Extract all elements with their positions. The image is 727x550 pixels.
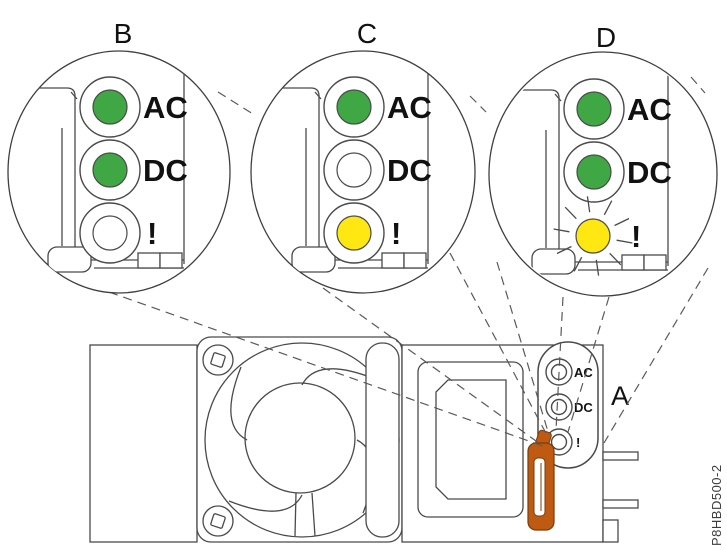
svg-text:AC: AC [387,90,432,125]
figure-code: P8HBD500-2 [709,464,724,546]
fault-led-off: ! [79,202,157,264]
callout-b-letter: B [114,18,133,49]
ac-led-on: AC [323,76,432,138]
svg-text:DC: DC [143,153,188,188]
connector-pin [602,451,639,461]
panel-fault-label: ! [576,435,580,450]
connector-inner-outline [435,379,507,500]
ac-led-on: AC [79,76,188,138]
panel-ac-label: AC [574,365,593,380]
psu-foot [602,519,619,543]
dc-led-off: DC [323,139,432,201]
led-panel: AC DC ! [537,341,599,469]
screw-icon [202,505,234,537]
svg-text:!: ! [391,216,401,251]
callout-c: C AC DC ! [250,18,476,294]
svg-text:DC: DC [627,155,672,190]
callout-b: B AC DC ! [7,18,231,294]
svg-text:AC: AC [627,92,672,127]
fault-led-blinking: ! [553,196,641,276]
fault-led-on: ! [323,202,401,264]
svg-text:!: ! [147,216,157,251]
panel-dc-label: DC [574,400,593,415]
callout-d-letter: D [596,22,616,53]
svg-text:AC: AC [143,90,188,125]
release-latch [527,429,555,531]
screw-icon [202,344,234,376]
connector-pin [602,499,639,509]
psu-left-body [89,344,198,543]
callout-c-letter: C [357,18,377,49]
svg-text:DC: DC [387,153,432,188]
blink-rays-icon [553,196,633,276]
psu-handle [365,342,400,538]
leader-lines [94,76,709,447]
ac-led-on: AC [563,78,672,140]
svg-text:!: ! [631,219,641,254]
dc-led-on: DC [79,139,188,201]
callout-d: D AC DC [488,22,718,297]
psu-callout-a-label: A [611,381,629,411]
dc-led-on: DC [563,141,672,203]
power-supply-drawing: AC DC ! A [89,336,639,543]
